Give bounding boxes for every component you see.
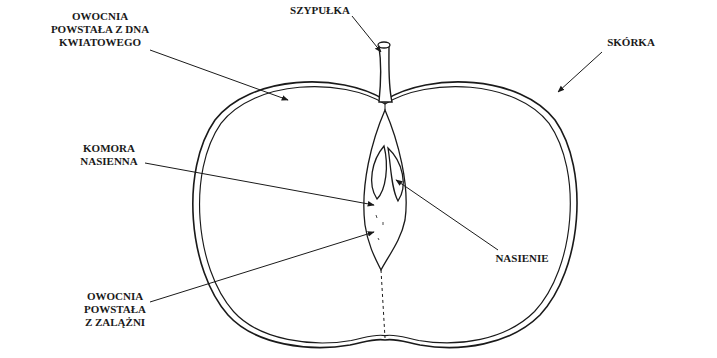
part-label: OWOCNIA POWSTAŁA Z DNA KWIATOWEGO [46, 10, 154, 49]
part-label: OWOCNIA POWSTAŁA Z ZALĄŻNI [80, 290, 150, 329]
seed [372, 146, 387, 199]
apple-stem [379, 45, 392, 102]
leader-line [145, 163, 374, 205]
leader-line [150, 50, 288, 100]
seed [388, 148, 403, 201]
core-seam-bottom [381, 270, 385, 338]
part-label: SZYPUŁKA [282, 4, 358, 17]
leader-line [396, 180, 498, 250]
leader-line [150, 232, 374, 302]
leader-line [558, 52, 602, 92]
part-label: KOMORA NASIENNA [70, 142, 148, 168]
part-label: SKÓRKA [596, 36, 666, 49]
part-label: NASIENIE [484, 252, 560, 265]
leader-line [352, 16, 381, 52]
seed-chamber [364, 110, 406, 270]
apple-skin [193, 82, 577, 348]
apple-flesh-line [200, 87, 571, 343]
chamber-marks [376, 215, 383, 240]
stem-tip [378, 42, 390, 48]
